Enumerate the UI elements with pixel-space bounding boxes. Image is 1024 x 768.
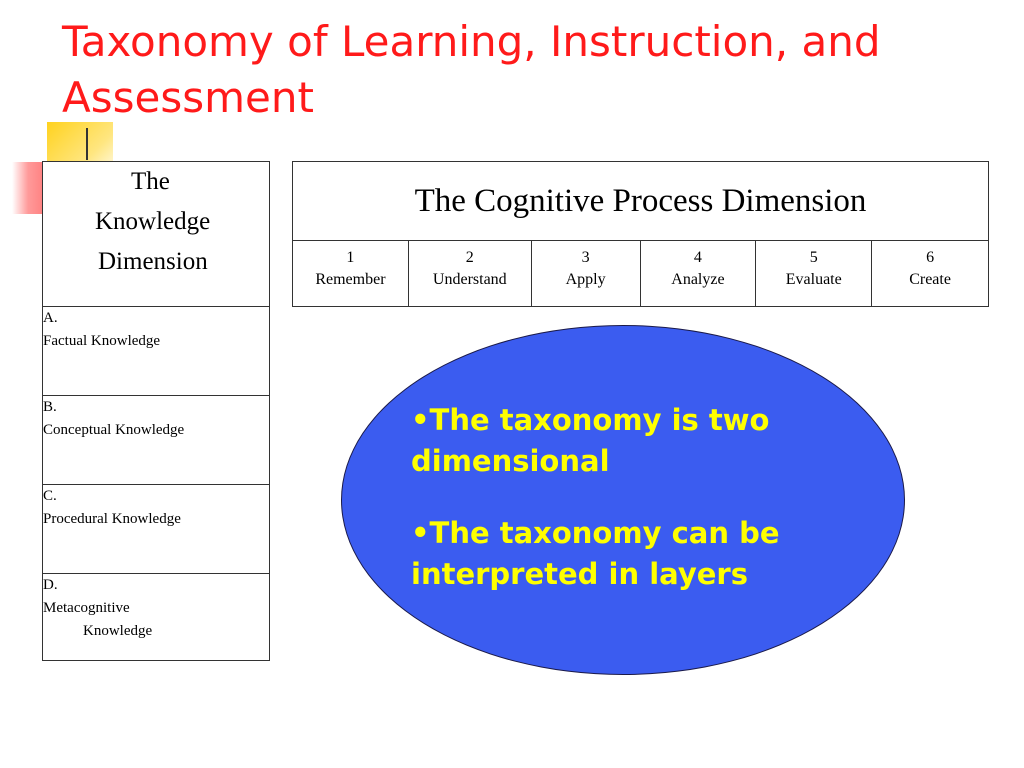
knowledge-row-factual: A. Factual Knowledge [42, 306, 270, 396]
cognitive-col-number: 6 [926, 249, 935, 266]
cognitive-col-number: 2 [465, 249, 474, 266]
knowledge-row-name-continued: Knowledge [83, 623, 153, 639]
cognitive-process-table: The Cognitive Process Dimension 1 Rememb… [292, 161, 989, 307]
knowledge-row-name: Factual Knowledge [43, 333, 161, 349]
knowledge-header-line-3: Dimension [98, 248, 208, 275]
knowledge-row-name: Metacognitive [43, 600, 130, 616]
callout-bullet-two-dimensional: •The taxonomy is two dimensional [411, 403, 770, 478]
decorative-line [86, 128, 88, 160]
slide-title: Taxonomy of Learning, Instruction, and A… [62, 17, 881, 122]
knowledge-row-letter: C. [43, 488, 57, 504]
cognitive-col-apply: 3 Apply [530, 240, 641, 307]
knowledge-row-name: Conceptual Knowledge [43, 422, 185, 438]
cognitive-col-label: Evaluate [785, 271, 842, 288]
knowledge-row-name: Procedural Knowledge [43, 511, 181, 527]
cognitive-col-label: Create [909, 271, 951, 288]
knowledge-row-letter: A. [43, 310, 58, 326]
cognitive-col-remember: 1 Remember [292, 240, 409, 307]
knowledge-dimension-table: The Knowledge Dimension A. Factual Knowl… [42, 161, 270, 661]
knowledge-header-line-1: The [131, 168, 170, 195]
cognitive-col-number: 1 [346, 249, 355, 266]
cognitive-col-number: 4 [693, 249, 702, 266]
knowledge-row-letter: D. [43, 577, 58, 593]
callout-bullets: •The taxonomy is two dimensional •The ta… [411, 400, 871, 626]
callout-bullet-layers: •The taxonomy can be interpreted in laye… [411, 516, 780, 591]
cognitive-col-analyze: 4 Analyze [639, 240, 757, 307]
knowledge-row-letter: B. [43, 399, 57, 415]
knowledge-row-conceptual: B. Conceptual Knowledge [42, 395, 270, 485]
cognitive-col-label: Understand [432, 271, 507, 288]
cognitive-header: The Cognitive Process Dimension [292, 161, 989, 241]
cognitive-col-label: Remember [315, 271, 386, 288]
knowledge-row-metacognitive: D. Metacognitive Knowledge [42, 573, 270, 661]
cognitive-col-number: 5 [809, 249, 818, 266]
cognitive-col-understand: 2 Understand [407, 240, 532, 307]
cognitive-col-label: Analyze [671, 271, 725, 288]
cognitive-col-evaluate: 5 Evaluate [755, 240, 873, 307]
callout-ellipse [341, 325, 905, 675]
cognitive-col-label: Apply [565, 271, 606, 288]
knowledge-row-procedural: C. Procedural Knowledge [42, 484, 270, 574]
cognitive-col-create: 6 Create [871, 240, 989, 307]
knowledge-header-cell: The Knowledge Dimension [42, 161, 270, 307]
cognitive-col-number: 3 [581, 249, 590, 266]
knowledge-header-line-2: Knowledge [95, 208, 211, 235]
